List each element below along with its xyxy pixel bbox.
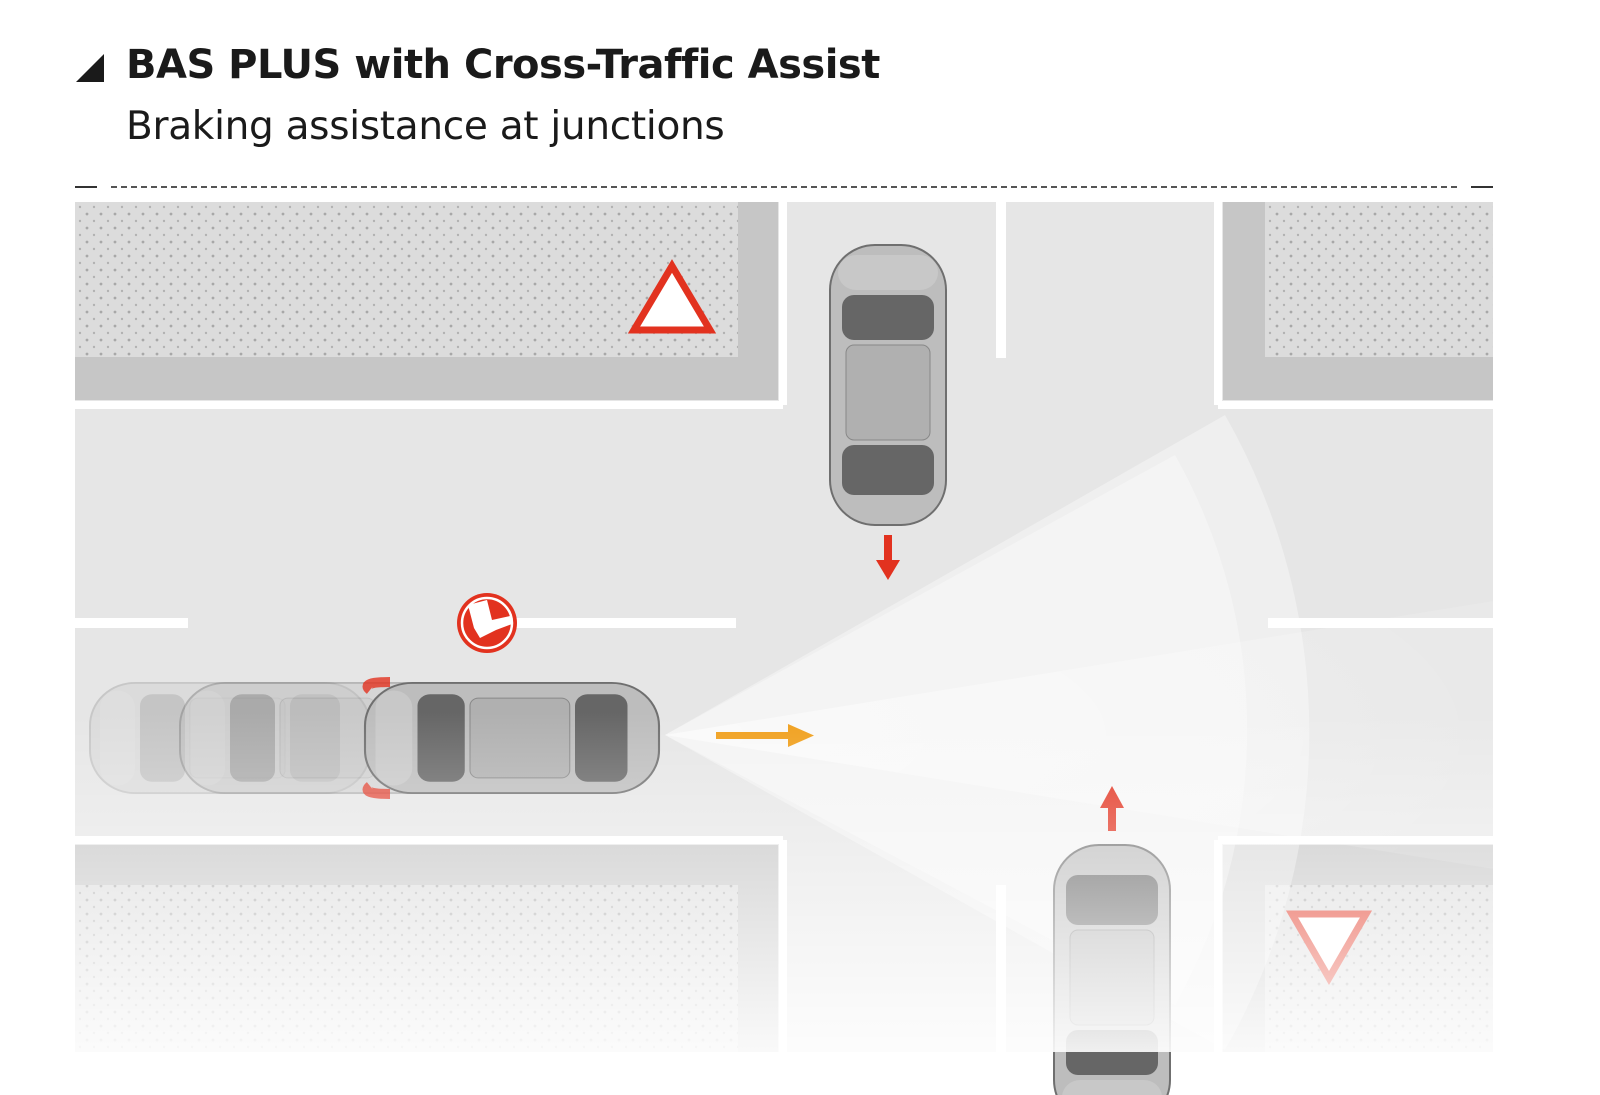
- title-triangle-icon: [76, 54, 104, 82]
- page-subtitle: Braking assistance at junctions: [126, 104, 725, 149]
- bottom-fade: [75, 202, 1493, 1052]
- page-title: BAS PLUS with Cross-Traffic Assist: [126, 42, 880, 88]
